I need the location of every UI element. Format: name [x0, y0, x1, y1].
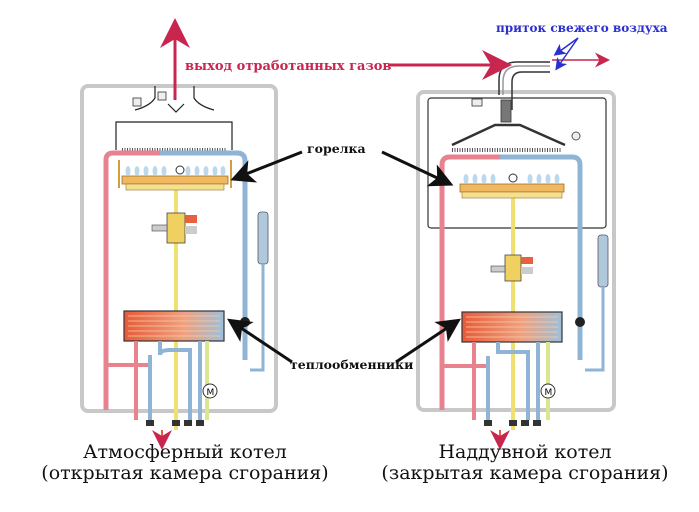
- caption-title: Атмосферный котел: [83, 441, 287, 463]
- boiler-casing: [416, 90, 616, 412]
- fresh-air-label: приток свежего воздуха: [496, 21, 668, 35]
- caption-subtitle: (закрытая камера сгорания): [381, 462, 669, 484]
- burner-label: горелка: [307, 141, 366, 156]
- caption-title: Наддувной котел: [438, 441, 612, 463]
- combustion-chamber: [427, 97, 607, 229]
- burner: [459, 173, 565, 199]
- pressure-switch-icon: [471, 98, 483, 107]
- sensor-icon: [157, 91, 167, 101]
- expansion-tank: [257, 211, 269, 265]
- shutoff-valves: [146, 420, 204, 426]
- pump-icon: [575, 317, 585, 327]
- hx-arrow-left: [227, 318, 293, 364]
- burner: [121, 165, 229, 191]
- hot-water-pipe: [103, 150, 160, 410]
- caption-subtitle: (открытая камера сгорания): [41, 462, 329, 484]
- motor-icon: [202, 383, 218, 399]
- gas-valve: [490, 254, 533, 282]
- atmospheric-boiler-caption: Атмосферный котел (открытая камера сгора…: [20, 442, 350, 484]
- gas-valve: [151, 212, 197, 244]
- sensor-icon: [132, 97, 142, 107]
- svg-text:M: M: [207, 388, 215, 398]
- secondary-heat-exchanger: [123, 310, 225, 342]
- air-arrow-1: [553, 37, 579, 56]
- svg-text:M: M: [545, 388, 553, 398]
- closed-boiler-caption: Наддувной котел (закрытая камера сгорани…: [360, 442, 690, 484]
- atmospheric-boiler: M: [80, 84, 278, 450]
- draft-hood: [115, 86, 233, 150]
- hx-arrow-right: [395, 318, 461, 364]
- motor-icon: [540, 383, 556, 399]
- pump-icon: [240, 317, 250, 327]
- closed-chamber-boiler: M: [416, 61, 616, 450]
- secondary-heat-exchanger: [461, 311, 563, 343]
- burner-arrow-left: [230, 150, 303, 183]
- return-pipe: [500, 154, 583, 360]
- burner-arrow-right: [381, 150, 454, 187]
- heat-exchangers-label: теплообменники: [290, 357, 414, 372]
- shutoff-valves: [484, 420, 541, 426]
- expansion-tank: [597, 234, 609, 288]
- exhaust-gas-label: выход отработанных газов: [185, 59, 392, 74]
- air-arrow-2: [555, 37, 579, 71]
